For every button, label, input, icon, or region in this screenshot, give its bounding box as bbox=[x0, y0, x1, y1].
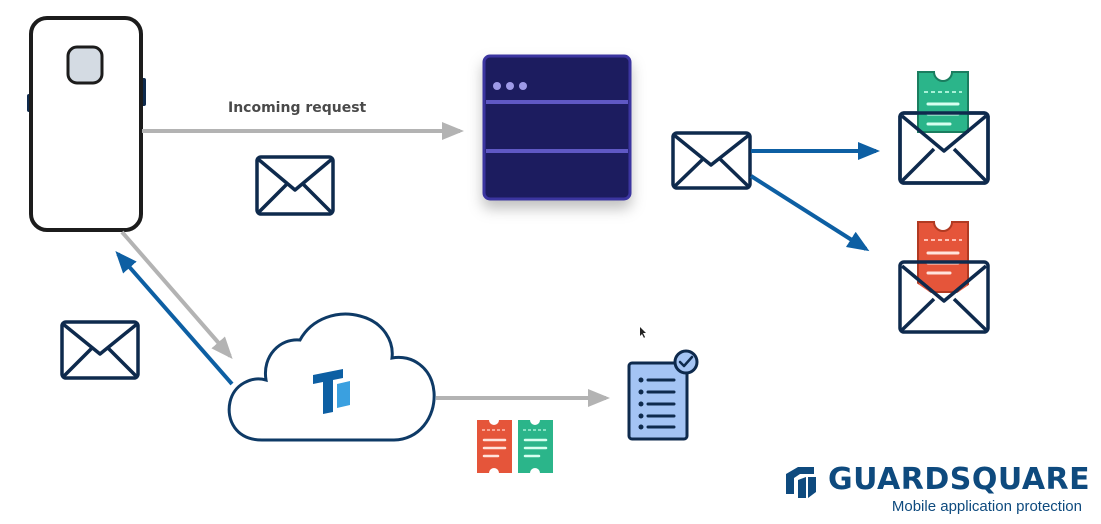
envelope-icon bbox=[60, 320, 140, 380]
cloud-icon bbox=[227, 312, 436, 442]
server-icon bbox=[482, 54, 632, 201]
envelope-icon bbox=[255, 155, 335, 216]
valid-ticket-envelope-icon bbox=[898, 71, 990, 185]
ticket-icon bbox=[477, 420, 512, 473]
checklist-document-icon bbox=[627, 349, 699, 441]
t-logo-icon bbox=[313, 369, 350, 414]
mouse-cursor-icon bbox=[640, 327, 646, 338]
ticket-icon bbox=[518, 420, 553, 473]
brand-name: GUARDSQUARE bbox=[828, 462, 1091, 497]
envelope-icon bbox=[671, 131, 752, 190]
invalid-ticket-envelope-icon bbox=[898, 221, 990, 334]
arrow-phone-to-cloud bbox=[120, 230, 233, 360]
arrow-cloud-to-phone bbox=[115, 250, 234, 386]
guardsquare-brand: GUARDSQUARE Mobile application protectio… bbox=[776, 462, 1090, 518]
guardsquare-logo-icon bbox=[786, 467, 816, 498]
brand-tagline: Mobile application protection bbox=[891, 498, 1082, 515]
phone-icon bbox=[27, 16, 146, 232]
arrow-to-invalid-ticket bbox=[749, 174, 870, 252]
incoming-request-label: Incoming request bbox=[228, 100, 367, 116]
